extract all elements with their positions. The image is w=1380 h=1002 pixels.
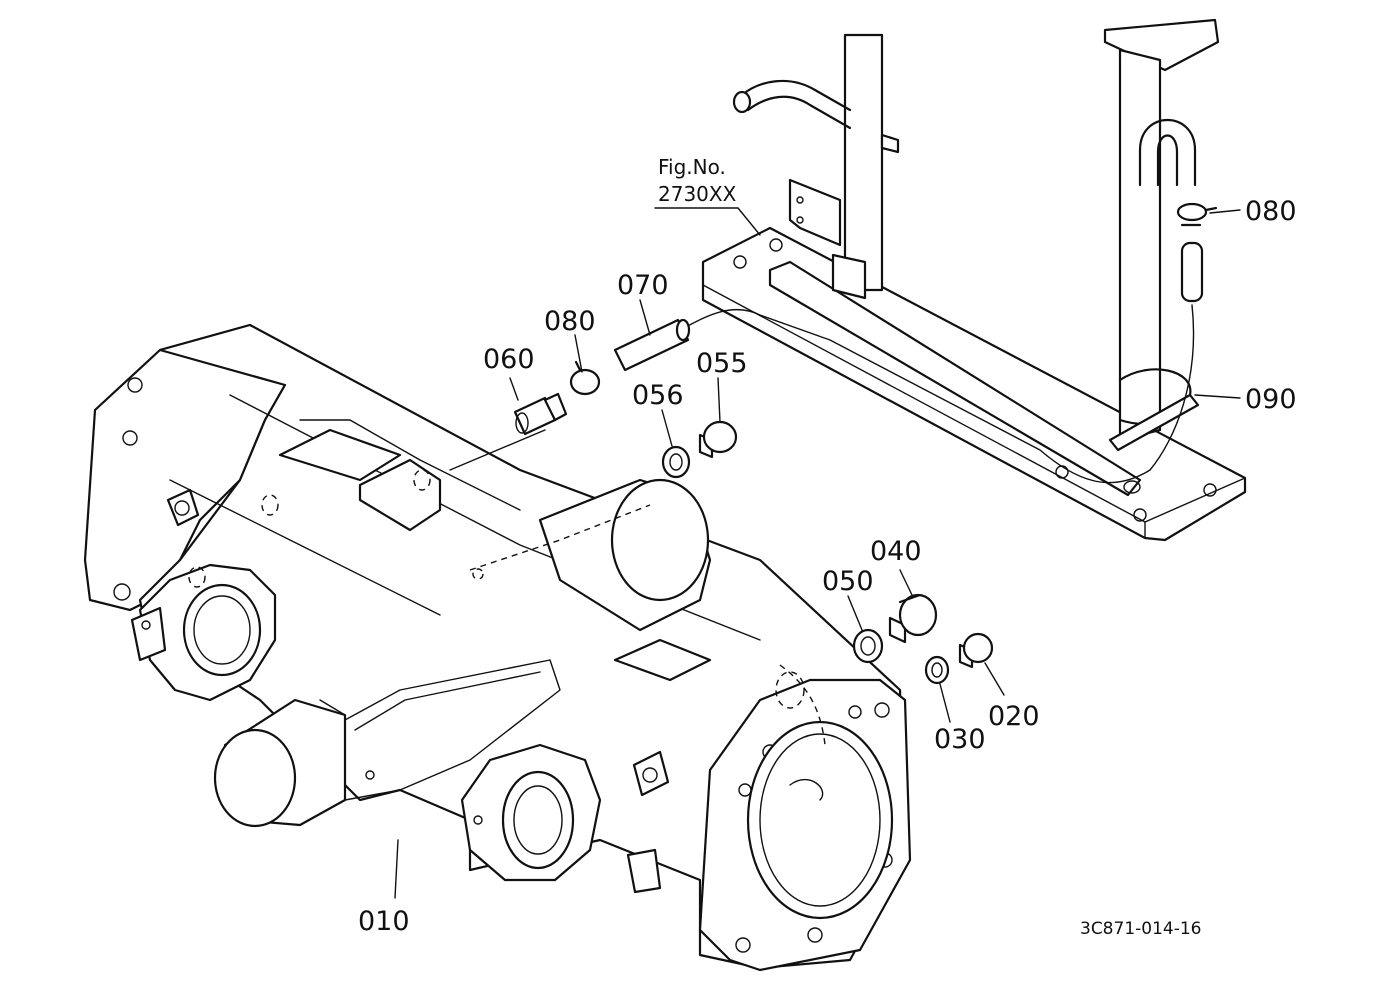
callout-090: 090 bbox=[1245, 384, 1297, 415]
drawing-code: 3C871-014-16 bbox=[1080, 919, 1201, 939]
figure-reference-line2: 2730XX bbox=[658, 182, 737, 206]
washer-050 bbox=[852, 628, 884, 664]
callout-010: 010 bbox=[358, 906, 410, 937]
bolt-020 bbox=[958, 632, 994, 669]
callout-080-upper: 080 bbox=[1245, 196, 1297, 227]
washer-030 bbox=[924, 655, 950, 685]
callout-070: 070 bbox=[617, 270, 669, 301]
bolt-055 bbox=[698, 420, 738, 459]
callout-050: 050 bbox=[822, 566, 874, 597]
callout-056: 056 bbox=[632, 380, 684, 411]
washer-056 bbox=[661, 445, 691, 479]
callout-labels: 010 020 030 040 050 055 056 060 070 080 … bbox=[358, 196, 1297, 937]
leader-lines bbox=[394, 207, 1241, 899]
clamp-080-lower bbox=[569, 360, 601, 396]
callout-030: 030 bbox=[934, 724, 986, 755]
figure-reference-line1: Fig.No. bbox=[658, 155, 726, 179]
hose-070 bbox=[613, 318, 691, 372]
callout-040: 040 bbox=[870, 536, 922, 567]
axle-housing bbox=[83, 323, 912, 972]
callout-060: 060 bbox=[483, 344, 535, 375]
callout-080-lower: 080 bbox=[544, 306, 596, 337]
callout-020: 020 bbox=[988, 701, 1040, 732]
frame-assembly bbox=[679, 18, 1247, 542]
fitting-060 bbox=[513, 392, 568, 436]
callout-055: 055 bbox=[696, 348, 748, 379]
plug-040 bbox=[888, 593, 938, 644]
figure-reference: Fig.No. 2730XX bbox=[658, 155, 737, 206]
